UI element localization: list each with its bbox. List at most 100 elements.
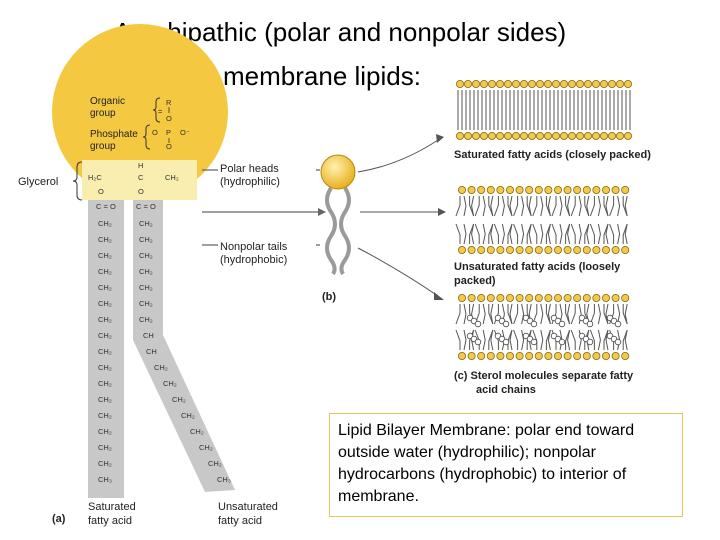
lipid-tail: [521, 223, 525, 245]
lipid-tail: [545, 329, 551, 350]
lipid-head: [602, 185, 611, 194]
lipid-tail: [469, 223, 475, 244]
lipid-head: [563, 185, 572, 194]
svg-text:CH: CH: [146, 347, 157, 356]
lipid-head: [455, 80, 464, 89]
svg-text:CH₂: CH₂: [98, 331, 112, 340]
saturated-fatty-acid-label-1: Saturated: [88, 501, 136, 513]
lipid-head: [573, 245, 582, 254]
lipid-head: [573, 185, 582, 194]
lipid-head: [560, 80, 569, 89]
lipid-head: [621, 293, 630, 302]
saturated-bilayer: [455, 80, 633, 140]
lipid-tail: [547, 195, 551, 217]
svg-text:CH₂: CH₂: [172, 395, 186, 404]
svg-text:CH₂: CH₂: [199, 443, 213, 452]
svg-text:CH₂: CH₂: [98, 427, 112, 436]
lipid-tail: [622, 223, 628, 244]
lipid-tail: [589, 196, 595, 217]
saturated-tail: [88, 200, 124, 498]
lipid-head: [592, 245, 601, 254]
organic-group-label-2: group: [90, 108, 116, 119]
lipid-tail: [474, 223, 480, 244]
lipid-head: [525, 293, 534, 302]
lipid-head: [616, 131, 625, 140]
lipid-head: [552, 131, 561, 140]
svg-text:CH₂: CH₂: [98, 299, 112, 308]
lipid-tail: [482, 195, 486, 217]
organic-group-formula: R O O P O⁻ O =: [152, 98, 190, 151]
lipid-tail: [565, 223, 571, 244]
lipid-head: [544, 185, 553, 194]
lipid-tail: [578, 329, 582, 351]
lipid-head: [621, 351, 630, 360]
sterol-ring: [614, 320, 622, 328]
svg-text:CH₂: CH₂: [98, 395, 112, 404]
lipid-tail: [570, 329, 576, 350]
sterol-ring: [474, 338, 482, 346]
lipid-head: [544, 293, 553, 302]
lipid-head: [520, 80, 529, 89]
lipid-tail: [521, 195, 525, 217]
lipid-head: [554, 185, 563, 194]
lipid-head: [621, 245, 630, 254]
lipid-tail: [609, 223, 615, 244]
lipid-head: [528, 80, 537, 89]
lipid-head: [602, 351, 611, 360]
page-title-line-2: membrane lipids:: [223, 61, 421, 91]
lipid-head: [573, 293, 582, 302]
lipid-head: [457, 293, 466, 302]
phospholipid-structure: R O O P O⁻ O = H C H₂C CH₂ O O C = O CH₂…: [18, 24, 278, 527]
lipid-head: [477, 293, 486, 302]
saturated-packing-label: Saturated fatty acids (closely packed): [454, 149, 651, 161]
lipid-tail: [578, 195, 582, 217]
sterol-ring: [474, 320, 482, 328]
nonpolar-tails-label-1: Nonpolar tails: [220, 241, 288, 253]
lipid-head: [457, 351, 466, 360]
lipid-head: [536, 131, 545, 140]
lipid-head: [455, 131, 464, 140]
lipid-head: [573, 351, 582, 360]
lipid-head: [520, 131, 529, 140]
lipid-tail: [488, 223, 494, 244]
lipid-tail: [570, 196, 576, 217]
lipid-tail: [455, 329, 461, 350]
lipid-tail: [490, 223, 494, 245]
lipid-head: [457, 245, 466, 254]
lipid-tail: [501, 195, 505, 217]
sterol-ring: [530, 320, 538, 328]
svg-text:CH₂: CH₂: [165, 173, 179, 182]
lipid-head: [505, 293, 514, 302]
lipid-tail: [455, 223, 461, 244]
lipid-tail: [463, 223, 467, 245]
svg-text:O⁻: O⁻: [180, 128, 190, 137]
lipid-tail: [490, 303, 494, 325]
svg-text:CH₂: CH₂: [139, 315, 153, 324]
arrow-head-saturated: [436, 134, 444, 143]
lipid-head: [471, 80, 480, 89]
saturated-fatty-acid-label-2: fatty acid: [88, 515, 132, 527]
lipid-tail: [526, 329, 532, 350]
lipid-tail: [622, 196, 628, 217]
svg-text:O: O: [166, 114, 172, 123]
lipid-tail: [493, 196, 499, 217]
lipid-tail: [509, 303, 513, 325]
lipid-head: [560, 131, 569, 140]
lipid-tail: [471, 195, 475, 217]
lipid-tail: [617, 223, 621, 245]
lipid-head: [563, 245, 572, 254]
lipid-tail: [540, 195, 544, 217]
lipid-head: [568, 80, 577, 89]
lipid-tail: [455, 304, 461, 325]
lipid-head: [592, 293, 601, 302]
lipid-tail: [559, 195, 563, 217]
glycerol-band: [82, 160, 197, 200]
lipid-head: [477, 351, 486, 360]
lipid-tail: [605, 223, 609, 245]
polar-heads-label-1: Polar heads: [220, 163, 279, 175]
lipid-head: [463, 80, 472, 89]
organic-group-label-1: Organic: [90, 96, 125, 107]
lipid-tail: [624, 195, 628, 217]
lipid-tail: [603, 304, 609, 325]
organic-group-brace: [152, 97, 161, 123]
